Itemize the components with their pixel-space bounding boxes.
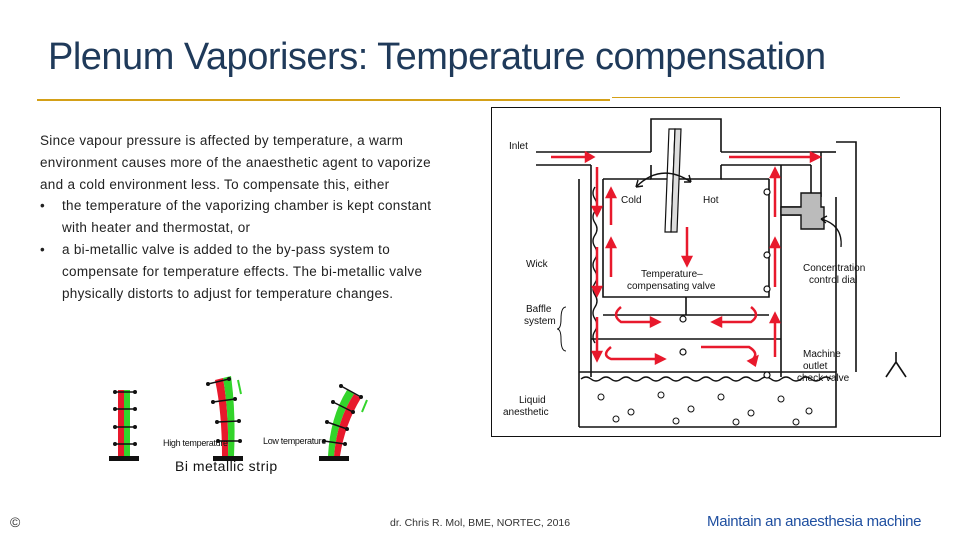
- bullet-list: the temperature of the vaporizing chambe…: [40, 195, 450, 304]
- check-label-line3: check valve: [797, 373, 850, 384]
- copyright-mark: ©: [10, 514, 21, 530]
- strip-low-temperature: Low temperature: [263, 384, 368, 461]
- liquid-bubbles: [597, 391, 813, 426]
- low-temperature-label: Low temperature: [263, 436, 326, 446]
- baffle-brace: [556, 306, 567, 352]
- concentration-control-dial: [780, 192, 842, 248]
- baffle-label-line1: Baffle: [526, 304, 552, 315]
- check-valves: [679, 188, 771, 379]
- liquid-label-line2: anesthetic: [503, 407, 549, 418]
- body-text: Since vapour pressure is affected by tem…: [40, 130, 450, 304]
- high-temperature-label: High temperature: [163, 438, 228, 448]
- inlet-label: Inlet: [509, 141, 528, 152]
- hot-label: Hot: [703, 195, 719, 206]
- liquid-surface: [580, 376, 832, 382]
- check-label-line1: Machine: [803, 349, 841, 360]
- temperature-compensating-valve: [635, 128, 692, 233]
- check-label-line2: outlet: [803, 361, 828, 372]
- intro-paragraph: Since vapour pressure is affected by tem…: [40, 133, 431, 192]
- bullet-item: a bi-metallic valve is added to the by-p…: [40, 239, 450, 304]
- title-underline-right: [612, 97, 900, 98]
- strip-straight: [109, 390, 139, 461]
- bullet-item: the temperature of the vaporizing chambe…: [40, 195, 450, 239]
- dial-label-line1: Concentration: [803, 263, 865, 274]
- baffle-label-line2: system: [524, 316, 556, 327]
- tcv-label-line2: compensating valve: [627, 281, 716, 292]
- vaporiser-diagram: Inlet Cold Hot Wick Temperature– compens…: [491, 107, 941, 437]
- strip-caption: Bi metallic strip: [175, 458, 278, 474]
- footer-author: dr. Chris R. Mol, BME, NORTEC, 2016: [390, 517, 571, 529]
- strip-high-temperature: High temperature: [163, 376, 243, 461]
- title-underline: [37, 99, 610, 101]
- cold-label: Cold: [621, 195, 642, 206]
- dial-label-line2: control dial: [809, 275, 857, 286]
- flow-arrows: [551, 150, 822, 368]
- bimetallic-strip-figure: High temperature Low temperature Bi meta…: [109, 376, 368, 474]
- liquid-label-line1: Liquid: [519, 395, 546, 406]
- wick-label: Wick: [526, 259, 549, 270]
- footer-course-title: Maintain an anaesthesia machine: [707, 513, 922, 530]
- slide-title: Plenum Vaporisers: Temperature compensat…: [48, 36, 826, 78]
- tcv-label-line1: Temperature–: [641, 269, 703, 280]
